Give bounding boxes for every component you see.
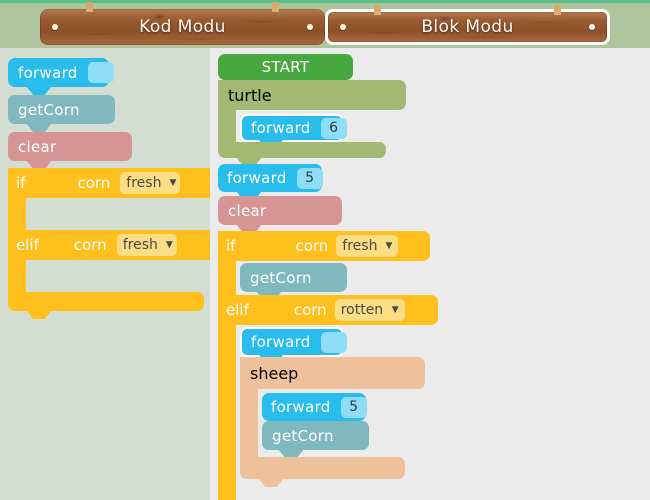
forward-6-value-input[interactable]: 6 bbox=[320, 117, 347, 139]
block-notch bbox=[26, 86, 52, 95]
if-keyword: if bbox=[226, 237, 236, 255]
palette-block-forward-label: forward bbox=[18, 63, 78, 82]
palette-block-clear[interactable]: clear bbox=[8, 132, 132, 169]
workspace-block-start[interactable]: START bbox=[218, 54, 353, 88]
block-notch bbox=[236, 224, 262, 233]
if-condition-label: corn bbox=[77, 174, 111, 192]
peg-icon-left bbox=[86, 2, 93, 12]
workspace-block-forward-5[interactable]: forward 5 bbox=[218, 164, 323, 200]
block-workspace[interactable]: START turtle forward 6 forward 5 clear bbox=[210, 48, 650, 500]
tab-blok-modu[interactable]: Blok Modu bbox=[325, 5, 610, 45]
workspace-block-forward-empty[interactable]: forward bbox=[240, 327, 347, 363]
elif-condition-label: corn bbox=[293, 301, 327, 319]
block-notch bbox=[236, 191, 262, 200]
if-condition-label: corn bbox=[295, 237, 329, 255]
forward-5-sheep-label: forward bbox=[271, 398, 331, 416]
forward-5-value-input[interactable]: 5 bbox=[296, 167, 323, 189]
workspace-block-sheep[interactable]: sheep forward 5 getCorn bbox=[240, 357, 425, 487]
chevron-down-icon: ▼ bbox=[385, 240, 393, 251]
if-clause-header[interactable]: if corn fresh ▼ bbox=[8, 168, 210, 198]
elif-operand-value: rotten bbox=[340, 302, 384, 318]
workspace-block-forward-5-sheep[interactable]: forward 5 bbox=[262, 393, 367, 429]
block-notch bbox=[26, 123, 52, 132]
elif-body-slot[interactable] bbox=[26, 260, 204, 292]
block-notch bbox=[258, 478, 284, 487]
elif-keyword: elif bbox=[226, 301, 249, 319]
if-keyword: if bbox=[16, 174, 26, 192]
sheep-block-label: sheep bbox=[250, 363, 299, 383]
if-block-footer bbox=[8, 292, 204, 319]
turtle-block-header[interactable]: turtle bbox=[218, 80, 406, 110]
sheep-block-header[interactable]: sheep bbox=[240, 357, 425, 389]
elif-operand-dropdown[interactable]: fresh ▼ bbox=[116, 234, 177, 256]
palette-block-getcorn[interactable]: getCorn bbox=[8, 95, 115, 132]
block-notch bbox=[26, 160, 52, 169]
workspace-block-getcorn-sheep[interactable]: getCorn bbox=[262, 421, 369, 458]
elif-keyword: elif bbox=[16, 236, 39, 254]
elif-operand-value: fresh bbox=[122, 237, 158, 253]
if-operand-dropdown[interactable]: fresh ▼ bbox=[336, 235, 399, 257]
nail-icon-right bbox=[307, 24, 313, 30]
forward-empty-label: forward bbox=[251, 333, 311, 351]
elif-operand-dropdown[interactable]: rotten ▼ bbox=[334, 299, 405, 321]
mode-tab-bar: Kod Modu Blok Modu bbox=[0, 0, 650, 48]
forward-5-label: forward bbox=[227, 169, 287, 187]
if-clause-header[interactable]: if corn fresh ▼ bbox=[218, 231, 430, 261]
workspace-block-forward-6[interactable]: forward 6 bbox=[240, 114, 347, 148]
block-palette[interactable]: forward getCorn clear if corn fresh ▼ el… bbox=[0, 48, 210, 500]
elif-clause-header[interactable]: elif corn rotten ▼ bbox=[218, 295, 438, 325]
if-operand-dropdown[interactable]: fresh ▼ bbox=[120, 172, 181, 194]
palette-block-forward[interactable]: forward bbox=[8, 58, 114, 95]
chevron-down-icon: ▼ bbox=[169, 177, 177, 188]
workspace-block-turtle[interactable]: turtle forward 6 bbox=[218, 80, 406, 166]
workspace-block-clear[interactable]: clear bbox=[218, 196, 342, 233]
tab-kod-modu-label: Kod Modu bbox=[139, 17, 226, 37]
palette-block-clear-label: clear bbox=[18, 137, 57, 156]
start-block-label: START bbox=[261, 58, 310, 76]
turtle-block-footer bbox=[218, 142, 386, 166]
elif-clause-header[interactable]: elif corn fresh ▼ bbox=[8, 230, 210, 260]
tab-kod-modu[interactable]: Kod Modu bbox=[40, 2, 325, 45]
palette-block-if[interactable]: if corn fresh ▼ elif corn fresh ▼ bbox=[8, 168, 210, 319]
chevron-down-icon: ▼ bbox=[391, 304, 399, 315]
nail-icon-right bbox=[589, 24, 595, 30]
workspace-block-getcorn-if[interactable]: getCorn bbox=[240, 263, 347, 300]
getcorn-if-label: getCorn bbox=[250, 268, 312, 287]
tab-blok-modu-label: Blok Modu bbox=[421, 17, 514, 37]
sheep-block-footer bbox=[240, 457, 405, 487]
turtle-block-label: turtle bbox=[228, 85, 272, 105]
peg-icon-left bbox=[374, 5, 381, 15]
forward-empty-value-input[interactable] bbox=[320, 331, 347, 353]
elif-condition-label: corn bbox=[73, 236, 107, 254]
forward-value-input[interactable] bbox=[87, 62, 114, 83]
if-operand-value: fresh bbox=[126, 175, 162, 191]
workspace-block-if[interactable]: if corn fresh ▼ getCorn elif corn rotten… bbox=[218, 231, 438, 500]
nail-icon-left bbox=[52, 24, 58, 30]
peg-icon-right bbox=[272, 2, 279, 12]
if-operand-value: fresh bbox=[342, 238, 378, 254]
if-block-spine bbox=[218, 231, 236, 500]
if-body-slot[interactable] bbox=[26, 198, 204, 230]
block-notch bbox=[26, 310, 52, 319]
workspace-block-clear-label: clear bbox=[228, 201, 267, 220]
block-notch bbox=[278, 449, 304, 458]
palette-block-getcorn-label: getCorn bbox=[18, 100, 80, 119]
forward-6-label: forward bbox=[251, 119, 311, 137]
getcorn-sheep-label: getCorn bbox=[272, 426, 334, 445]
block-notch bbox=[236, 157, 262, 166]
peg-icon-right bbox=[554, 5, 561, 15]
chevron-down-icon: ▼ bbox=[165, 239, 173, 250]
nail-icon-left bbox=[340, 24, 346, 30]
forward-5-sheep-value-input[interactable]: 5 bbox=[340, 396, 367, 418]
